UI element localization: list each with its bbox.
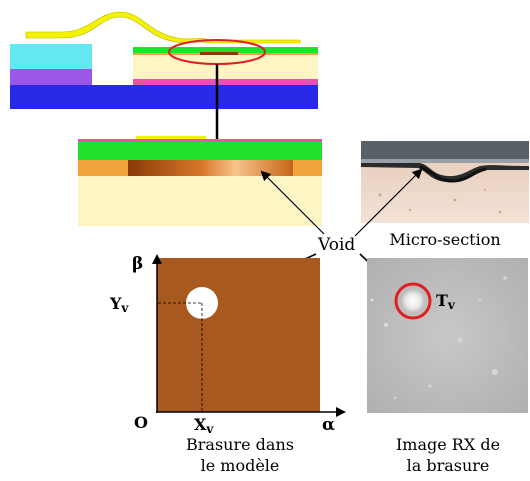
void-label: Void (317, 235, 355, 255)
lead-wire (25, 11, 301, 44)
zoom-void (128, 160, 293, 176)
cyan-block (10, 44, 92, 69)
solder-model (152, 254, 346, 417)
zoom-substrate (78, 176, 322, 226)
micro-section-photo (361, 141, 529, 223)
rx-caption-1: Image RX de (396, 435, 500, 454)
purple-block (10, 69, 92, 85)
zoom-top-layer (78, 139, 322, 142)
zoomed-cross-section (78, 136, 322, 226)
base-plate (10, 85, 318, 109)
void-arrow-section (354, 168, 423, 237)
yv-label: Yv (109, 294, 129, 315)
void-arrow-zoom (260, 170, 325, 235)
tv-label: Tv (436, 291, 456, 312)
micro-section-label: Micro-section (389, 230, 500, 249)
model-caption-1: Brasure dans (186, 435, 294, 454)
origin-label: O (134, 413, 148, 432)
xv-label: Xv (194, 415, 214, 436)
alpha-label: α (322, 415, 335, 435)
assembly-cross-section (10, 11, 318, 109)
model-caption-2: le modèle (201, 456, 280, 475)
copper-layer (133, 47, 318, 53)
rx-highlight-ring (394, 282, 432, 320)
solder-void-small (200, 52, 238, 55)
solder-model-area (157, 258, 320, 412)
rx-background (367, 258, 528, 413)
pink-layer (133, 79, 318, 85)
substrate-block (133, 55, 318, 79)
rx-caption-2: la brasure (407, 456, 490, 475)
rx-void (401, 289, 425, 313)
beta-label: β (132, 254, 143, 274)
zoom-lead (136, 136, 206, 139)
rx-image (367, 258, 528, 413)
zoom-copper (78, 142, 322, 160)
